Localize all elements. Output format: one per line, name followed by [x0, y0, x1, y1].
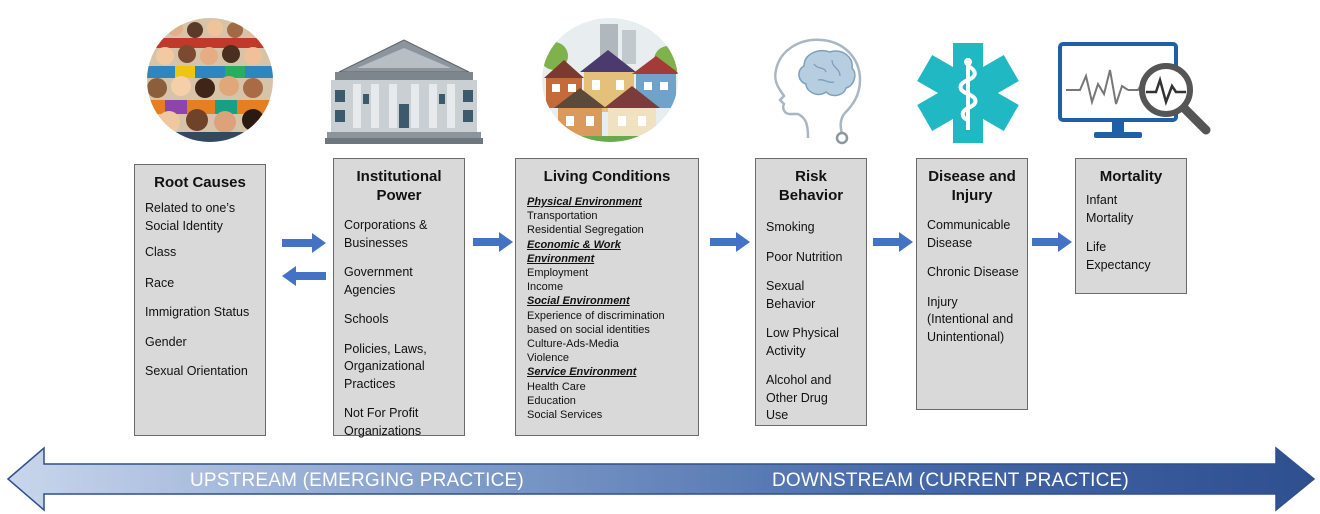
list-item: Government Agencies: [344, 265, 413, 297]
list-item: Communicable Disease: [927, 218, 1011, 250]
list-item: Injury (Intentional and Unintentional): [927, 294, 1014, 344]
mortality-title: Mortality: [1099, 168, 1163, 185]
root-causes-list: Related to one’s Social Identity Class R…: [135, 200, 265, 381]
institutional-power-title: Institutional Power: [356, 168, 442, 204]
arrow-right-4: [873, 232, 913, 252]
mortality-list: Infant Mortality Life Expectancy: [1076, 192, 1186, 274]
section-heading: Economic & Work Environment: [527, 238, 621, 265]
living-conditions-content: Physical Environment Transportation Resi…: [516, 195, 698, 422]
list-item: Social Services: [527, 409, 603, 422]
star-of-life-icon: [917, 43, 1019, 143]
list-item: Infant Mortality: [1086, 193, 1134, 225]
list-item: Related to one’s Social Identity: [145, 201, 236, 233]
section-heading: Physical Environment: [527, 196, 642, 208]
government-building-icon: [325, 39, 483, 144]
disease-injury-title: Disease and Injury: [928, 168, 1016, 204]
list-item: Employment: [527, 267, 589, 280]
list-item: Sexual Orientation: [145, 364, 248, 378]
risk-behavior-box: Risk Behavior Smoking Poor Nutrition Sex…: [755, 158, 867, 426]
upstream-downstream-arrow: [6, 446, 1316, 512]
monitor-magnifier-icon: [1058, 42, 1211, 138]
list-item: Smoking: [766, 220, 815, 234]
list-item: Poor Nutrition: [766, 249, 843, 264]
arrow-right-2: [473, 232, 513, 252]
list-item: Race: [145, 275, 175, 290]
list-item: Class: [145, 245, 177, 259]
arrow-right-1: [282, 233, 326, 253]
houses-icon: [542, 18, 678, 142]
list-item: Life Expectancy: [1086, 240, 1151, 272]
list-item: Experience of discrimination based on so…: [527, 309, 665, 336]
list-item: Chronic Disease: [927, 265, 1019, 279]
brain-head-icon: [773, 38, 862, 145]
root-causes-box: Root Causes Related to one’s Social Iden…: [134, 164, 266, 436]
list-item: Health Care: [527, 380, 586, 393]
arrow-left-1: [282, 266, 326, 286]
list-item: Sexual Behavior: [766, 279, 816, 311]
list-item: Immigration Status: [145, 305, 250, 319]
living-conditions-title: Living Conditions: [543, 168, 671, 185]
list-item: Transportation: [527, 210, 598, 223]
list-item: Culture-Ads-Media: [527, 338, 619, 351]
list-item: Corporations & Businesses: [344, 218, 428, 250]
list-item: Not For Profit Organizations: [344, 406, 422, 438]
section-heading: Service Environment: [527, 366, 637, 379]
downstream-label: DOWNSTREAM (CURRENT PRACTICE): [772, 470, 1129, 491]
list-item: Alcohol and Other Drug Use: [766, 373, 832, 422]
arrow-right-5: [1032, 232, 1072, 252]
upstream-label: UPSTREAM (EMERGING PRACTICE): [190, 470, 524, 491]
list-item: Education: [527, 394, 576, 407]
list-item: Low Physical Activity: [766, 326, 839, 358]
arrow-right-3: [710, 232, 750, 252]
crowd-icon: [147, 18, 273, 142]
section-heading: Social Environment: [527, 295, 630, 308]
list-item: Violence: [527, 352, 569, 365]
mortality-box: Mortality Infant Mortality Life Expectan…: [1075, 158, 1187, 294]
list-item: Gender: [145, 334, 187, 349]
risk-behavior-list: Smoking Poor Nutrition Sexual Behavior L…: [756, 219, 866, 425]
list-item: Residential Segregation: [527, 224, 644, 237]
root-causes-title: Root Causes: [154, 174, 246, 191]
risk-behavior-title: Risk Behavior: [778, 168, 844, 204]
institutional-power-list: Corporations & Businesses Government Age…: [334, 217, 464, 440]
list-item: Schools: [344, 312, 389, 326]
disease-injury-list: Communicable Disease Chronic Disease Inj…: [917, 217, 1027, 346]
living-conditions-box: Living Conditions Physical Environment T…: [515, 158, 699, 436]
list-item: Income: [527, 281, 564, 294]
disease-injury-box: Disease and Injury Communicable Disease …: [916, 158, 1028, 410]
institutional-power-box: Institutional Power Corporations & Busin…: [333, 158, 465, 438]
list-item: Policies, Laws, Organizational Practices: [344, 341, 427, 391]
